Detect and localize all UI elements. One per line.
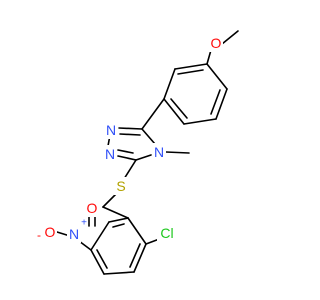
bond-c3-s — [123, 159, 137, 180]
bond-aryl-5 — [215, 88, 228, 120]
atom-label: N — [106, 122, 116, 138]
atom-label: O — [87, 200, 98, 216]
atom-label: S — [116, 178, 125, 194]
bond-bz-3 — [103, 271, 135, 275]
atom-label: N — [154, 144, 164, 160]
bond-s-ch2 — [102, 192, 118, 208]
atom-o-methoxy: O — [209, 34, 223, 52]
atom-o-nitro-minus: O - — [37, 223, 57, 242]
bond-o-ring — [206, 49, 212, 65]
atom-label: N — [105, 146, 115, 162]
bond-n2-c3-double — [117, 149, 134, 154]
charge-minus: - — [37, 228, 41, 242]
atom-o-nitro-double: O — [85, 199, 99, 217]
atom-label: O — [45, 224, 56, 240]
bond-bz-6-inner — [112, 223, 125, 228]
bond-n2-c3 — [117, 155, 137, 161]
bond-aryl-5-inner — [210, 89, 221, 115]
bond-aryl-4 — [183, 118, 217, 125]
bond-c3-n4 — [135, 154, 152, 161]
bond-methyl-o — [221, 30, 239, 45]
bond-bz-6 — [108, 217, 129, 223]
molecule-structure: O N N N S N + O O - Cl — [37, 30, 239, 275]
bond-c5-n1 — [118, 127, 143, 130]
bond-aryl-1-inner — [177, 69, 204, 75]
atom-s: S — [114, 177, 128, 195]
bond-n4-methyl — [165, 151, 190, 154]
bond-bz-5 — [90, 221, 110, 251]
atom-label: N — [69, 226, 79, 242]
atom-label: O — [211, 35, 222, 51]
bond-aryl-3-inner — [170, 98, 188, 119]
atom-label: Cl — [160, 225, 173, 241]
bond-aryl-3 — [163, 98, 185, 125]
bond-bz-4-inner — [96, 249, 108, 269]
atom-n2: N — [103, 145, 117, 163]
bond-aryl-1 — [174, 63, 208, 70]
bond-aryl-triazole — [141, 98, 165, 130]
bond-bz-2-inner — [129, 243, 141, 268]
atom-n-nitro: N + — [67, 218, 87, 243]
bond-bz-2 — [133, 243, 147, 273]
bond-bz-4 — [90, 249, 105, 275]
bond-c5-n1-double — [119, 133, 141, 136]
bond-aryl-6 — [206, 63, 228, 90]
bond-ch2-ring — [102, 206, 129, 219]
atom-n1: N — [104, 121, 118, 139]
atom-cl: Cl — [157, 224, 177, 242]
charge-plus: + — [81, 218, 87, 229]
atom-n4: N — [152, 143, 166, 161]
bond-bz-1 — [127, 217, 147, 245]
bond-n4-c5 — [141, 128, 156, 145]
bond-aryl-2 — [163, 68, 176, 100]
